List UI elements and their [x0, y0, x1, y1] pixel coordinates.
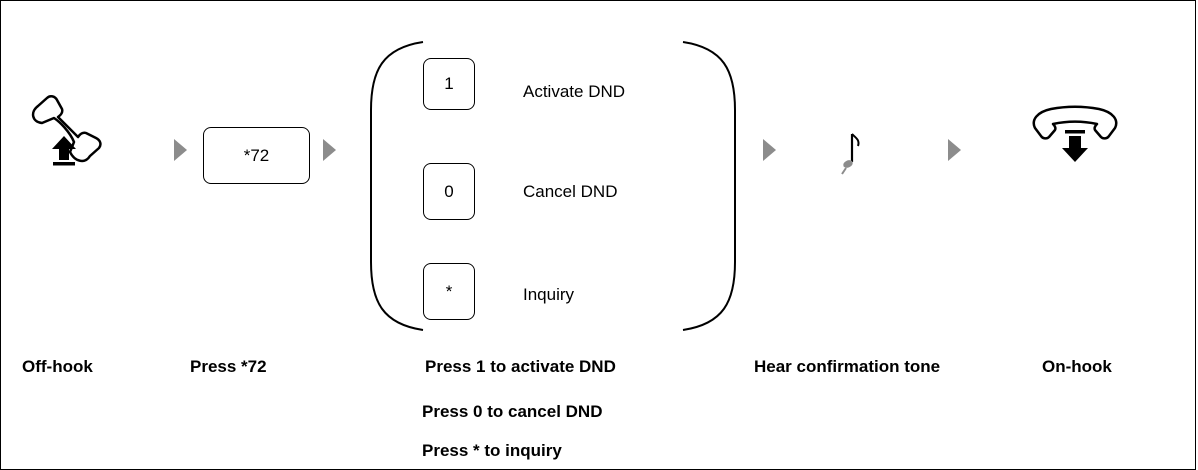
dial-code-text: *72 [243, 145, 270, 165]
key-1: 1 [423, 58, 475, 110]
options-bracket-group [370, 41, 736, 331]
flow-arrow-4 [948, 139, 961, 161]
activate-dnd-text: Activate DND [523, 82, 626, 101]
inquiry-text: Inquiry [523, 285, 575, 304]
option-label-3: Press * to inquiry [422, 441, 562, 460]
music-note-icon [841, 133, 860, 175]
off-hook-label: Off-hook [22, 357, 93, 376]
key-1-text: 1 [444, 74, 454, 93]
dial-code-key: *72 [203, 127, 310, 184]
key-star: * [423, 263, 475, 320]
option-label-1: Press 1 to activate DND [425, 357, 616, 376]
key-0: 0 [423, 163, 475, 220]
dial-label: Press *72 [190, 357, 267, 376]
flow-arrow-1 [174, 139, 187, 161]
key-0-text: 0 [444, 181, 454, 201]
flow-arrow-2 [323, 139, 336, 161]
option-label-2: Press 0 to cancel DND [422, 402, 603, 421]
cancel-dnd-text: Cancel DND [523, 182, 618, 201]
key-star-text: * [445, 281, 453, 301]
phone-off-hook-icon [31, 95, 102, 166]
tone-label: Hear confirmation tone [754, 357, 941, 376]
flow-arrow-3 [763, 139, 776, 161]
on-hook-label: On-hook [1042, 357, 1112, 376]
phone-on-hook-icon [1032, 105, 1118, 162]
